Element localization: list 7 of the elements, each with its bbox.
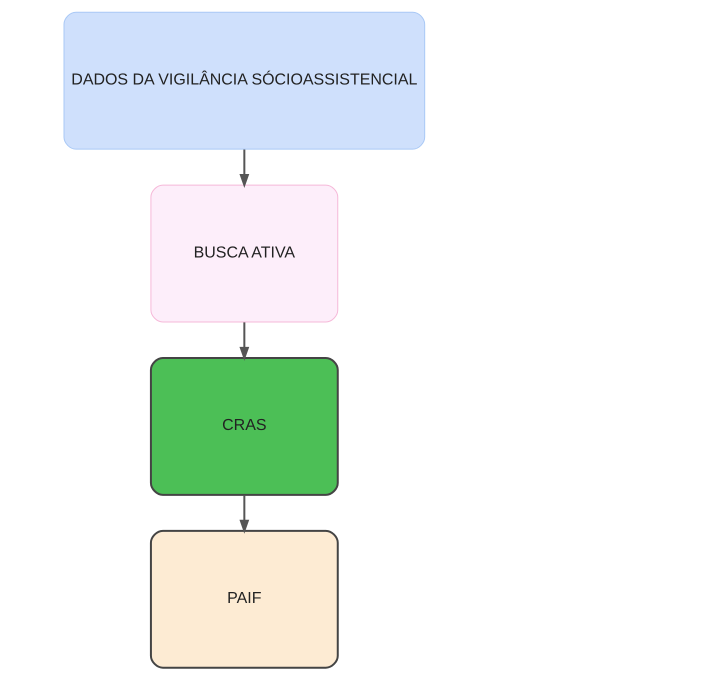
node-box: CRAS xyxy=(150,356,339,496)
node-box: PAIF xyxy=(150,530,339,669)
node-box: BUSCA ATIVA xyxy=(150,184,338,323)
arrow xyxy=(239,322,250,361)
arrow xyxy=(239,495,250,534)
arrow xyxy=(239,150,250,188)
node-box: DADOS DA VIGILÂNCIA SÓCIOASSISTENCIAL xyxy=(64,12,426,150)
